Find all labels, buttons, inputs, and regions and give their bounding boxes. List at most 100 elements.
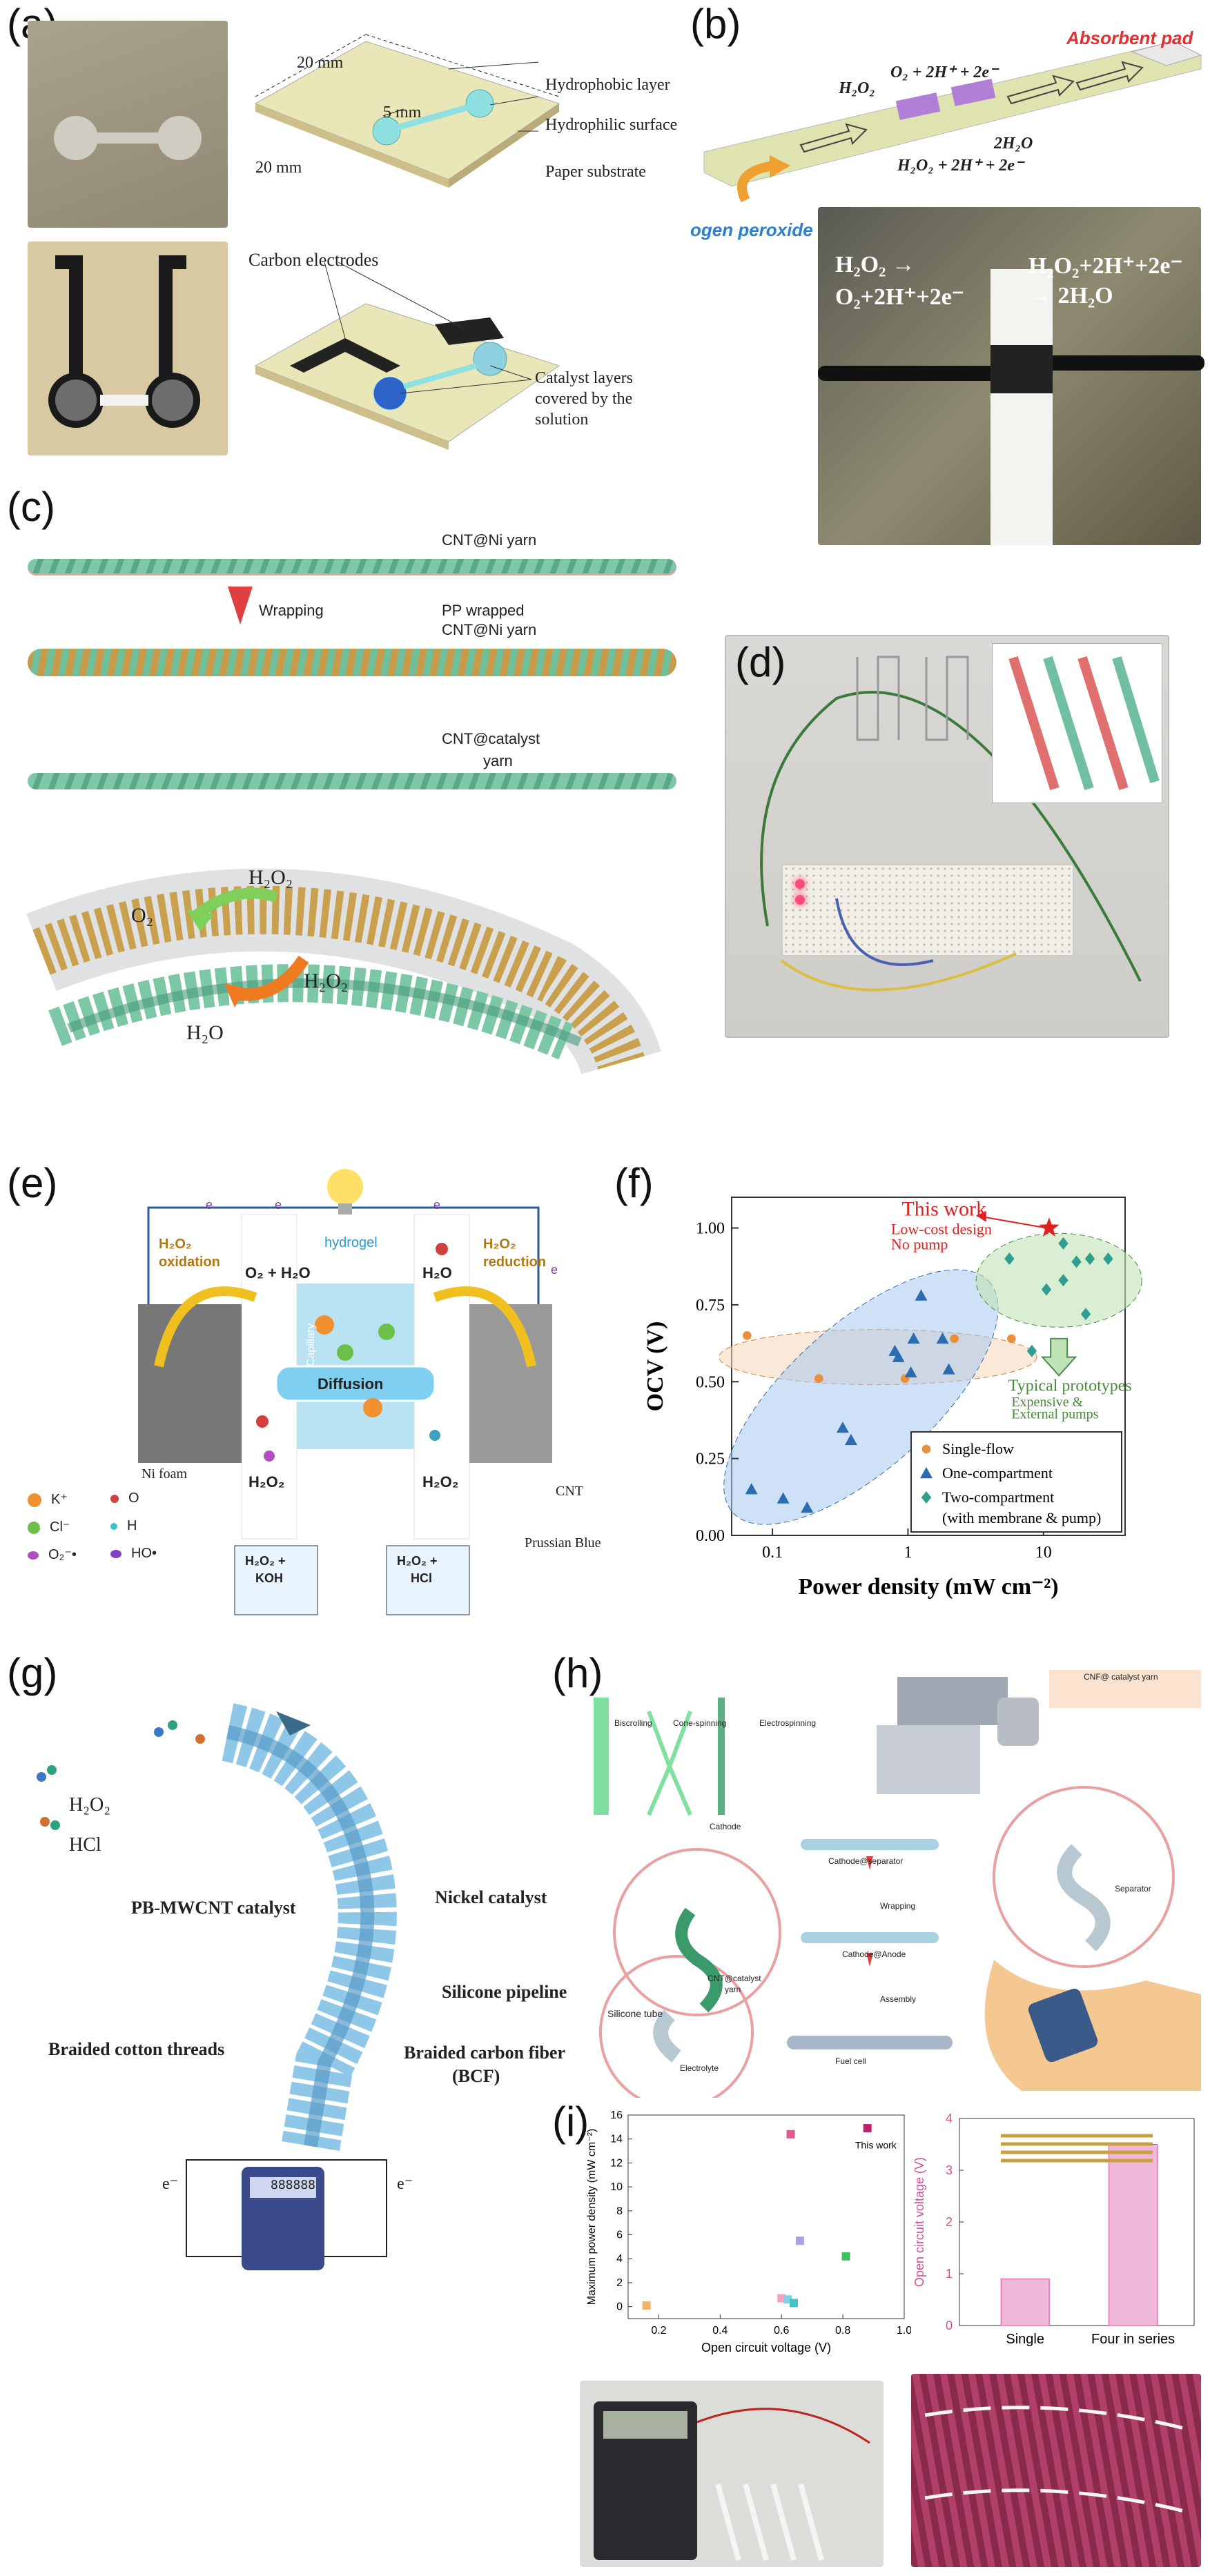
h-step-cathode-separator: Cathode@separator [828,1856,904,1866]
panel-label-e: (e) [7,1160,58,1206]
x-tick-label: 0.6 [774,2325,789,2337]
calculator-photo [580,2381,884,2567]
no-pump-label: No pump [891,1236,948,1253]
data-point-one-compartment [942,1363,955,1375]
panel-label-i: (i) [552,2098,589,2145]
low-cost-label: Low-cost design [891,1220,992,1237]
embedded-fiber-cells [924,2406,1188,2514]
typical-expensive-label: Expensive & [1011,1395,1083,1410]
calculator [594,2401,697,2560]
dim-channel: 5 mm [383,104,422,121]
callout-catalyst-2: covered by the [535,390,633,408]
legend-k: K⁺ [28,1491,68,1508]
data-point-single-flow [814,1374,823,1384]
h-step-wrapping: Wrapping [880,1901,916,1911]
cat-label-2: yarn [483,752,513,769]
x-tick-label: 0.8 [835,2325,850,2337]
peroxide-label: ogen peroxide [690,219,813,240]
bar-single [1000,2279,1050,2326]
this-work-arrow [976,1215,1047,1229]
panel-a: (a) 20 mm 20 mm 5 mm Hydrophobic layer H… [0,0,690,483]
h-step-electrospinning: Electrospinning [759,1718,817,1728]
g-callout-cotton: Braided cotton threads [48,2039,225,2059]
g-electron-right: e⁻ [397,2175,413,2193]
data-point-one-compartment [936,1332,949,1344]
right-mid-species: H₂O₂ [422,1473,459,1491]
data-point [786,2130,795,2139]
fabrication-process-diagram [594,1670,1201,2098]
panel-e: (e) e e e e H₂O₂ oxidation H₂O₂ reductio… [0,1159,607,1629]
data-point-two-compartment [1058,1237,1068,1250]
x-category-label: Single [1006,2332,1044,2347]
capillary-label-right: Capillary [422,1323,435,1367]
dim-top: 20 mm [297,54,344,72]
y-tick-label: 14 [610,2134,623,2145]
legend-cl: Cl⁻ [28,1518,70,1535]
h-step-electrolyte: Electrolyte [680,2063,719,2073]
y-tick-label: 2 [616,2277,623,2289]
diffusion-label: Diffusion [318,1375,384,1393]
cat-label-1: CNT@catalyst [442,730,540,747]
data-point-one-compartment [892,1350,905,1362]
y-tick-label: 0.00 [696,1527,725,1545]
electron-label-3: e [433,1198,441,1212]
data-point-two-compartment [1084,1252,1095,1266]
left-mid-species: H₂O₂ [248,1473,285,1491]
strip-photo [818,207,1204,545]
legend-ho-radical: HO• [110,1546,157,1562]
legend-entry: One-compartment [942,1464,1053,1482]
data-point-two-compartment [1071,1255,1082,1268]
y-axis-label: Open circuit voltage (V) [913,2157,926,2287]
x-axis-label: Open circuit voltage (V) [701,2341,831,2354]
species-o2: O₂ [131,904,154,927]
photo-eq-right-2: → 2H₂O [1028,283,1113,308]
y-tick-label: 0 [616,2301,623,2313]
data-point-one-compartment [907,1332,920,1344]
electron-label-1: e [206,1198,213,1212]
panel-label-b: (b) [690,1,741,47]
legend-entry: Two-compartment [942,1488,1054,1506]
data-point [642,2301,651,2310]
panel-label-d: (d) [735,639,786,685]
species-h2o2-top: H₂O₂ [248,866,293,889]
eq-red: H₂O₂ + 2H⁺ + 2e⁻ [897,157,1024,175]
y-tick-label: 2 [946,2215,953,2229]
paper-strip [991,269,1053,545]
g-callout-silicone: Silicone pipeline [442,1982,567,2002]
g-callout-pb: PB-MWCNT catalyst [131,1898,296,1918]
hydrogel-label: hydrogel [324,1235,378,1250]
legend-o: O [110,1491,139,1506]
h-step-cnf-yarn: CNF@ catalyst yarn [1084,1672,1158,1682]
electrode-clip [991,345,1053,393]
x-category-label: Four in series [1091,2332,1175,2347]
legend-h: H [110,1518,137,1534]
breadboard-photo [725,635,1169,1038]
typical-label: Typical prototypes [1008,1377,1132,1395]
typical-arrow-icon [1040,1337,1077,1377]
this-work-label: This work [855,2140,897,2151]
y-tick-label: 10 [610,2181,623,2193]
h-step-cnt-cat-2: yarn [725,1985,741,1994]
y-tick-label: 0.50 [696,1373,725,1391]
y-axis-label: OCV (V) [643,1321,668,1412]
tank-left-1: H₂O₂ + [245,1554,286,1568]
yarn-cnt-catalyst [28,773,676,789]
yarn1-label: CNT@Ni yarn [442,531,537,549]
ox-label-1: H₂O₂ [159,1237,192,1252]
data-point-one-compartment [801,1501,814,1513]
data-point-one-compartment [915,1289,928,1301]
right-top-species: H₂O [422,1264,452,1281]
data-point-single-flow [1007,1334,1016,1344]
callout-hydrophilic: Hydrophilic surface [545,116,678,134]
wrapping-label: Wrapping [259,602,324,619]
g-species-hcl: HCl [69,1834,101,1856]
legend-entry: Single-flow [942,1440,1014,1457]
legend-marker [921,1491,932,1504]
data-point [863,2124,872,2133]
y-tick-label: 0.75 [696,1297,725,1315]
photo-eq-right-1: H₂O₂+2H⁺+2e⁻ [1028,253,1183,279]
h-step-cone: Cone-spinning [673,1718,727,1728]
